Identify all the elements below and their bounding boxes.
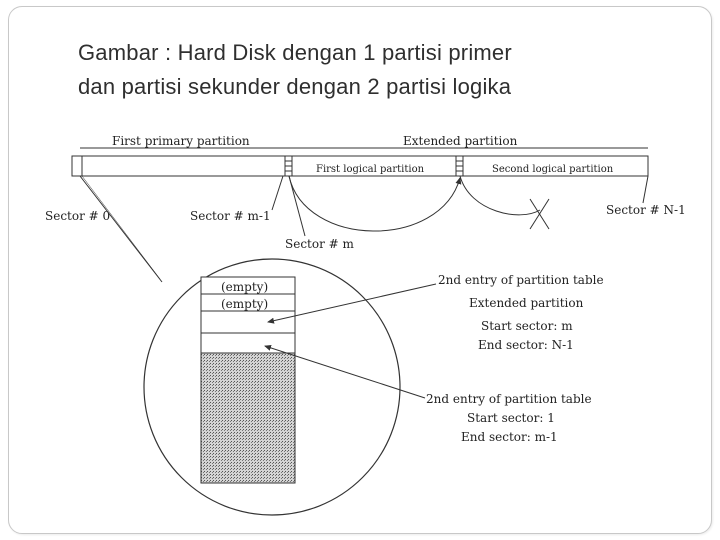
disk-bar — [71, 155, 649, 177]
table-entry-4 — [200, 332, 296, 354]
callout-upper-end: End sector: N-1 — [478, 338, 574, 352]
callout-upper-heading: 2nd entry of partition table — [438, 273, 604, 287]
second-logical-partition-label: Second logical partition — [492, 164, 614, 175]
table-entry-3 — [200, 310, 296, 334]
callout-lower-arrow — [264, 345, 426, 399]
zoom-line-left — [79, 175, 163, 283]
title-line-2: dan partisi sekunder dengan 2 partisi lo… — [78, 74, 512, 99]
chain-end-cross — [529, 198, 550, 230]
callout-upper-start: Start sector: m — [481, 319, 573, 333]
sector-n-1-pointer — [642, 175, 649, 204]
callout-lower-heading: 2nd entry of partition table — [426, 392, 592, 406]
callout-lower-start: Start sector: 1 — [467, 411, 555, 425]
sector-m-1-label: Sector # m-1 — [190, 209, 271, 223]
ebr-link-curve — [288, 175, 462, 232]
boot-code-area — [200, 352, 296, 484]
table-entry-2-label: (empty) — [221, 297, 268, 311]
sector-0-label: Sector # 0 — [45, 209, 110, 223]
sector-m-1-pointer — [271, 175, 284, 211]
callout-upper-type: Extended partition — [469, 296, 584, 310]
sector-m-label: Sector # m — [285, 237, 355, 251]
title-line-1: Gambar : Hard Disk dengan 1 partisi prim… — [78, 40, 512, 65]
extended-partition-label: Extended partition — [403, 134, 518, 148]
slide-title: Gambar : Hard Disk dengan 1 partisi prim… — [78, 36, 698, 104]
table-entry-1-label: (empty) — [221, 280, 268, 294]
callout-upper-arrow — [267, 283, 437, 324]
ebr-2-ticks — [455, 155, 464, 177]
ebr-1-ticks — [284, 155, 293, 177]
first-primary-partition-label: First primary partition — [112, 134, 250, 148]
callout-lower-end: End sector: m-1 — [461, 430, 558, 444]
sector-n-1-label: Sector # N-1 — [606, 203, 686, 217]
first-logical-partition-label: First logical partition — [316, 164, 425, 175]
ebr-end-curve — [459, 175, 541, 216]
